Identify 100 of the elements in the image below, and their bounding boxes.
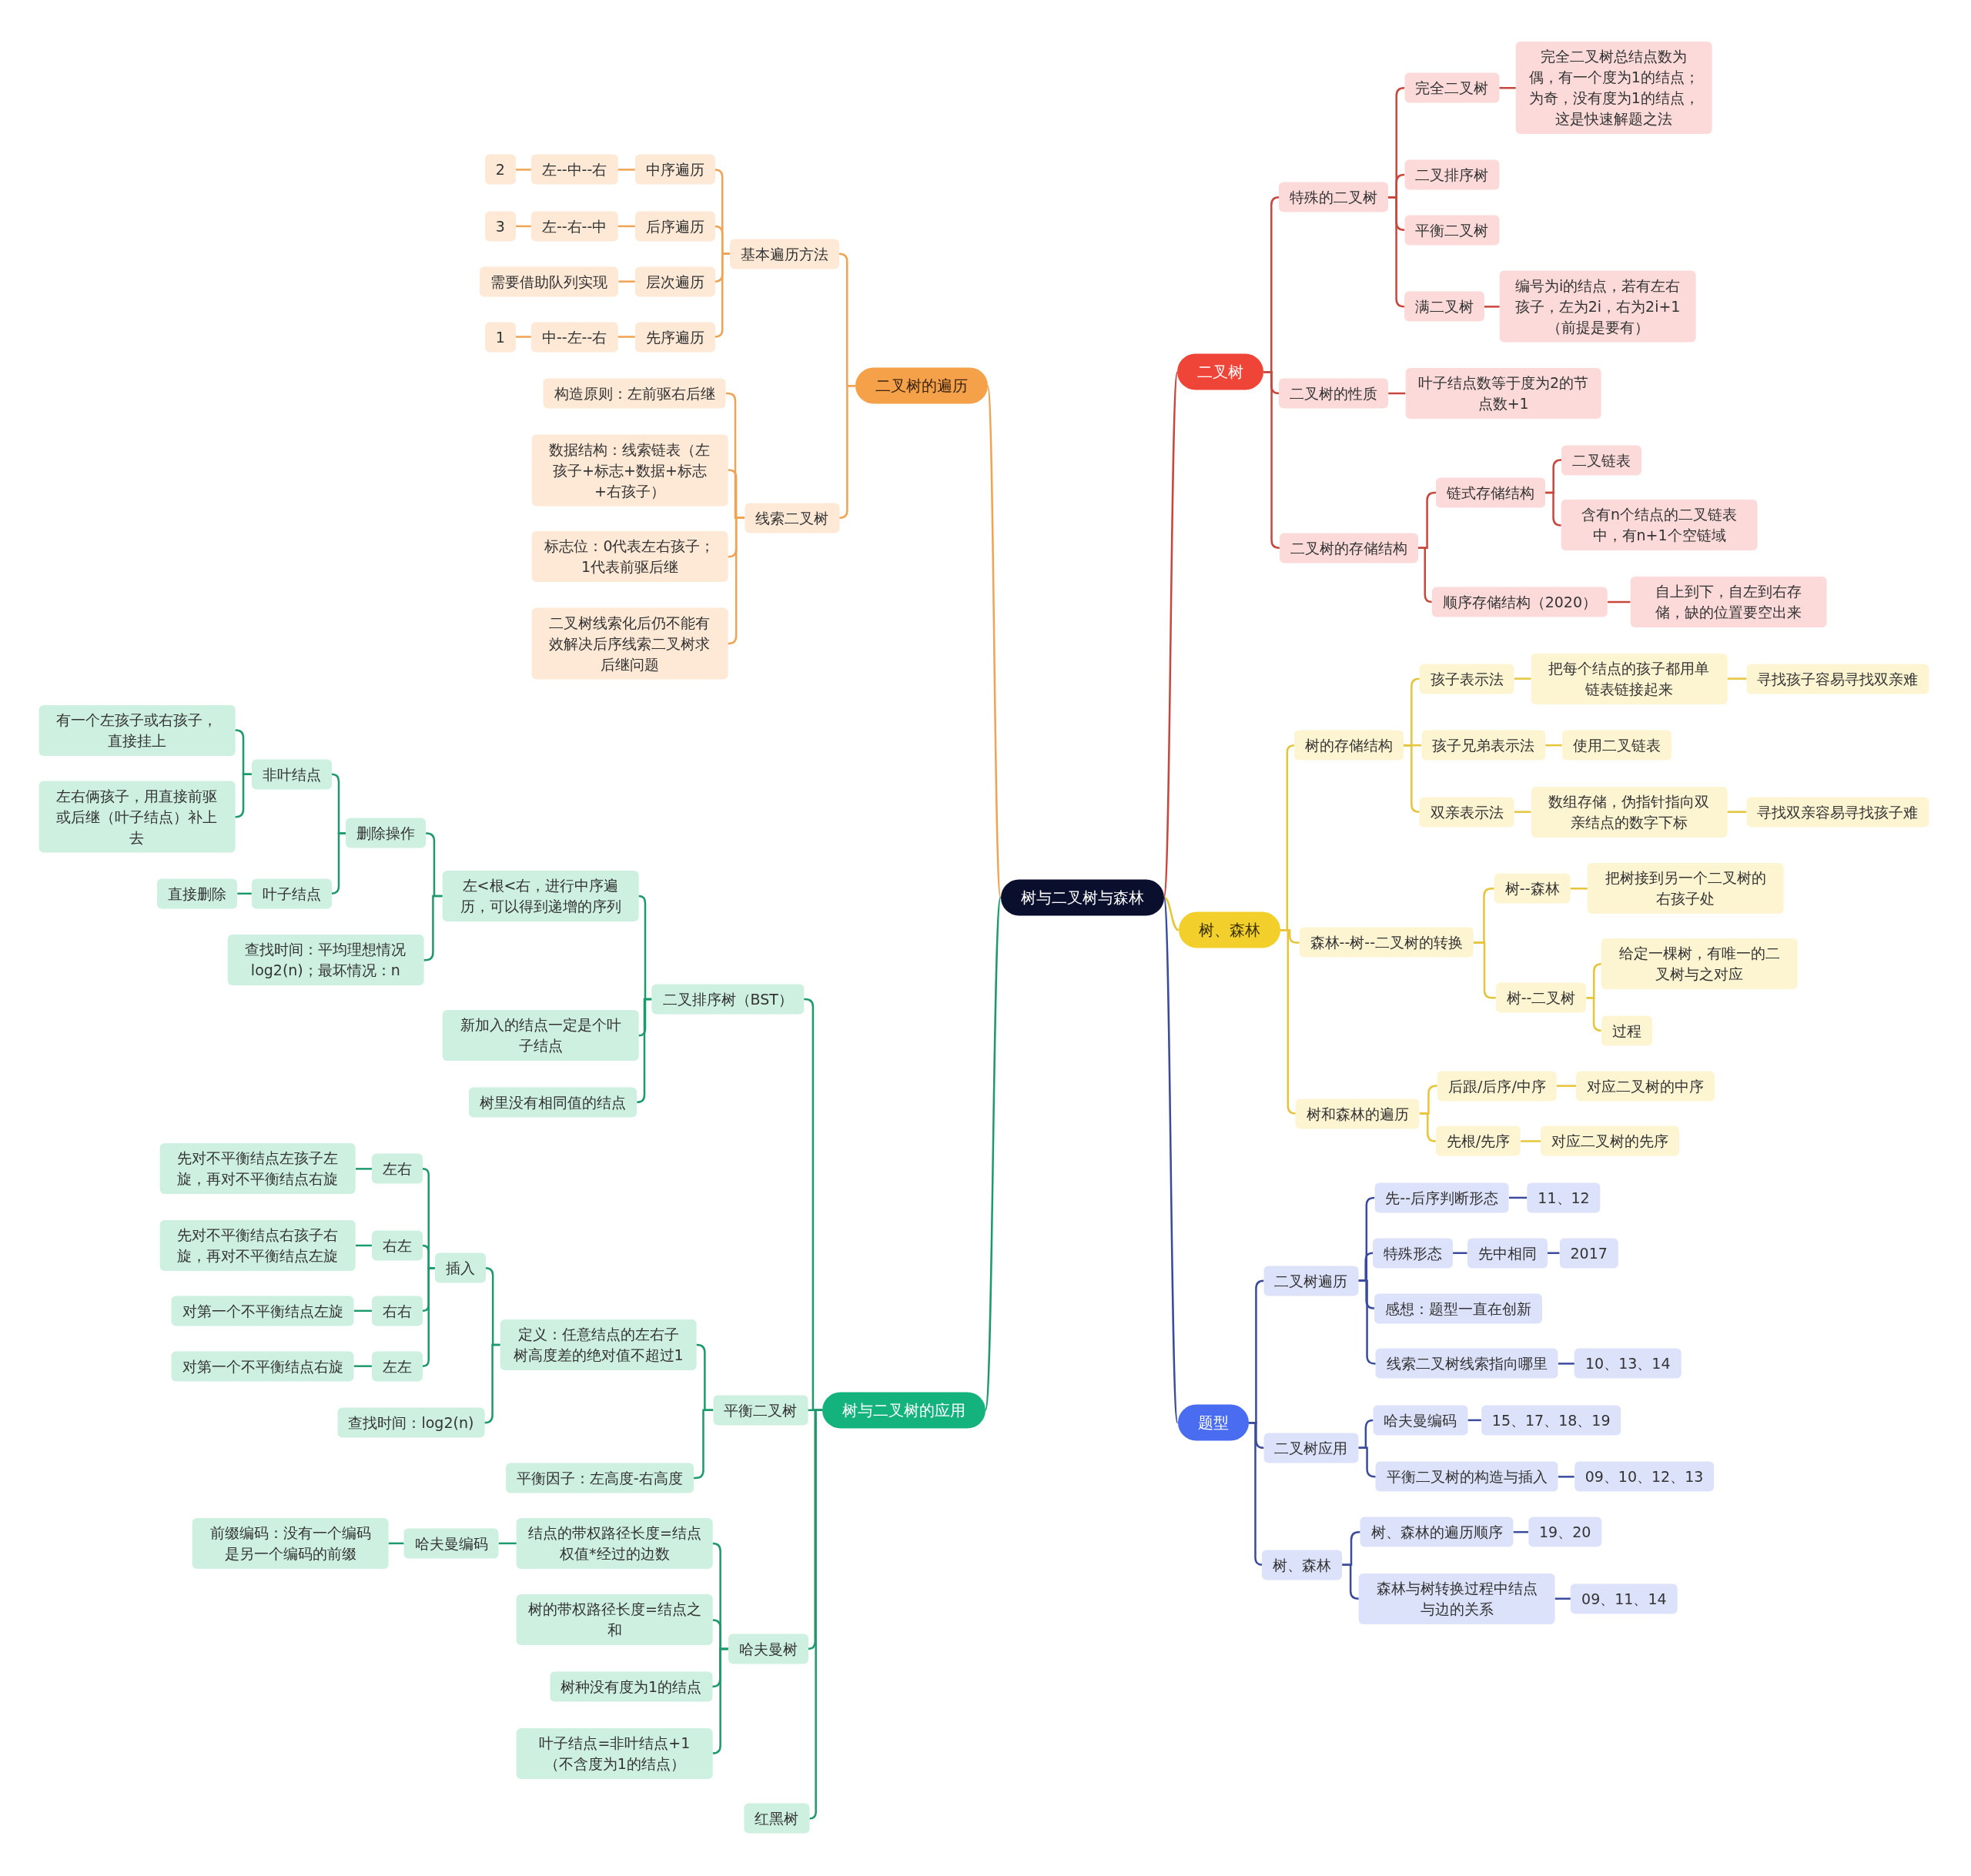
topic-box: 非叶结点 xyxy=(251,759,332,790)
topic-box: 对应二叉树的中序 xyxy=(1576,1071,1715,1102)
topic-box: 基本遍历方法 xyxy=(729,239,839,269)
connector-line xyxy=(353,1365,372,1367)
topic-box: 新加入的结点一定是个叶子结点 xyxy=(442,1010,639,1062)
topic-box: 完全二叉树 xyxy=(1404,72,1500,103)
topic-box: 2 xyxy=(484,154,516,185)
topic-box: 需要借助队列实现 xyxy=(480,266,619,297)
connector-line xyxy=(838,384,855,519)
topic-box: 右左 xyxy=(371,1230,423,1261)
topic-box: 自上到下，自左到右存储，缺的位置要空出来 xyxy=(1630,577,1827,628)
connector-line xyxy=(421,1267,435,1367)
topic-box: 左右俩孩子，用直接前驱或后继（叶子结点）补上去 xyxy=(38,781,236,853)
connector-line xyxy=(617,225,635,228)
topic-box: 二叉树遍历 xyxy=(1263,1266,1359,1296)
topic-box: 树、森林 xyxy=(1262,1550,1343,1580)
connector-line xyxy=(1545,744,1562,747)
connector-line xyxy=(617,336,635,338)
connector-line xyxy=(356,1244,372,1247)
topic-box: 给定一棵树，有唯一的二叉树与之对应 xyxy=(1601,938,1798,990)
topic-box: 构造原则：左前驱右后继 xyxy=(544,378,726,409)
topic-box: 平衡二叉树的构造与插入 xyxy=(1375,1461,1558,1492)
topic-box: 3 xyxy=(484,211,516,242)
topic-box: 把树接到另一个二叉树的右孩子处 xyxy=(1588,863,1784,915)
connector-line xyxy=(1521,1140,1541,1142)
topic-box: 哈夫曼树 xyxy=(728,1634,808,1664)
connector-line xyxy=(1163,897,1179,1423)
topic-box: 右右 xyxy=(371,1296,423,1326)
topic-box: 左--中--右 xyxy=(530,154,618,185)
topic-box: 哈夫曼编码 xyxy=(1373,1405,1468,1436)
topic-box: 树和森林的遍历 xyxy=(1295,1099,1420,1129)
connector-line xyxy=(1727,677,1747,680)
connector-line xyxy=(1280,928,1297,1115)
connector-line xyxy=(1388,196,1405,308)
connector-line xyxy=(618,280,635,283)
topic-box: 二叉树的性质 xyxy=(1279,378,1389,409)
topic-box: 平衡二叉树 xyxy=(713,1395,808,1426)
topic-box: 先中相同 xyxy=(1467,1238,1548,1269)
topic-box: 中--左--右 xyxy=(530,322,618,353)
connector-line xyxy=(1403,744,1421,813)
connector-line xyxy=(1484,306,1500,308)
connector-line xyxy=(1570,888,1588,890)
connector-line xyxy=(693,1409,714,1480)
topic-box: 左右 xyxy=(371,1153,423,1184)
connector-line xyxy=(353,1309,372,1313)
connector-line xyxy=(1342,1563,1360,1600)
connector-line xyxy=(1608,600,1631,604)
connector-line xyxy=(1358,1279,1376,1365)
topic-box: 完全二叉树总结点数为偶，有一个度为1的结点；为奇，没有度为1的结点，这是快速解题之法 xyxy=(1515,42,1712,135)
connector-line xyxy=(1419,1112,1437,1142)
main-topic: 树与二叉树的应用 xyxy=(822,1392,986,1429)
connector-line xyxy=(1358,1446,1376,1478)
topic-box: 森林--树--二叉树的转换 xyxy=(1299,928,1474,958)
topic-box: 先对不平衡结点左孩子左旋，再对不平衡结点右旋 xyxy=(159,1143,356,1195)
connector-line xyxy=(1727,811,1747,813)
topic-box: 先--后序判断形态 xyxy=(1374,1182,1509,1213)
connector-line xyxy=(234,773,252,818)
connector-line xyxy=(808,1409,822,1820)
topic-box: 平衡因子：左高度-右高度 xyxy=(505,1463,694,1493)
topic-box: 树的存储结构 xyxy=(1293,730,1404,761)
topic-box: 红黑树 xyxy=(744,1803,810,1834)
topic-box: 顺序存储结构（2020） xyxy=(1431,587,1608,617)
connector-line xyxy=(330,832,346,895)
topic-box: 平衡二叉树 xyxy=(1404,215,1500,246)
topic-box: 中序遍历 xyxy=(634,154,715,185)
topic-box: 11、12 xyxy=(1527,1182,1601,1213)
connector-line xyxy=(636,998,652,1104)
topic-box: 树的带权路径长度=结点之和 xyxy=(517,1594,713,1646)
topic-box: 数组存储，伪指针指向双亲结点的数字下标 xyxy=(1531,786,1728,838)
connector-line xyxy=(1586,997,1602,1032)
topic-box: 寻找孩子容易寻找双亲难 xyxy=(1746,664,1929,694)
connector-line xyxy=(388,1542,404,1545)
topic-box: 后序遍历 xyxy=(634,211,715,242)
topic-box: 左左 xyxy=(371,1351,423,1382)
connector-line xyxy=(984,897,1002,1411)
topic-box: 特殊的二叉树 xyxy=(1279,182,1389,212)
connector-line xyxy=(498,1542,517,1545)
connector-line xyxy=(1545,491,1562,527)
connector-line xyxy=(1558,1476,1574,1478)
topic-box: 后跟/后序/中序 xyxy=(1437,1071,1557,1102)
connector-line xyxy=(1556,1085,1577,1087)
main-topic: 二叉树的遍历 xyxy=(855,367,988,404)
topic-box: 定义：任意结点的左右子树高度差的绝对值不超过1 xyxy=(500,1319,697,1370)
topic-box: 对第一个不平衡结点右旋 xyxy=(171,1351,354,1382)
topic-box: 10、13、14 xyxy=(1574,1348,1682,1379)
topic-box: 树种没有度为1的结点 xyxy=(550,1671,713,1702)
topic-box: 查找时间：平均理想情况log2(n)；最坏情况：n xyxy=(227,935,424,986)
topic-box: 1 xyxy=(484,322,516,353)
topic-box: 先根/先序 xyxy=(1435,1125,1521,1156)
topic-box: 左--右--中 xyxy=(530,211,618,242)
topic-box: 对第一个不平衡结点左旋 xyxy=(171,1296,354,1326)
main-topic: 树、森林 xyxy=(1178,911,1280,948)
connector-line xyxy=(1163,372,1179,898)
topic-box: 树里没有相同值的结点 xyxy=(469,1087,637,1118)
topic-box: 09、10、12、13 xyxy=(1574,1461,1715,1492)
topic-box: 感想：题型一直在创新 xyxy=(1374,1293,1542,1324)
topic-box: 使用二叉链表 xyxy=(1561,730,1672,761)
connector-line xyxy=(423,895,443,961)
connector-line xyxy=(484,1343,500,1424)
topic-box: 树--森林 xyxy=(1494,873,1571,904)
